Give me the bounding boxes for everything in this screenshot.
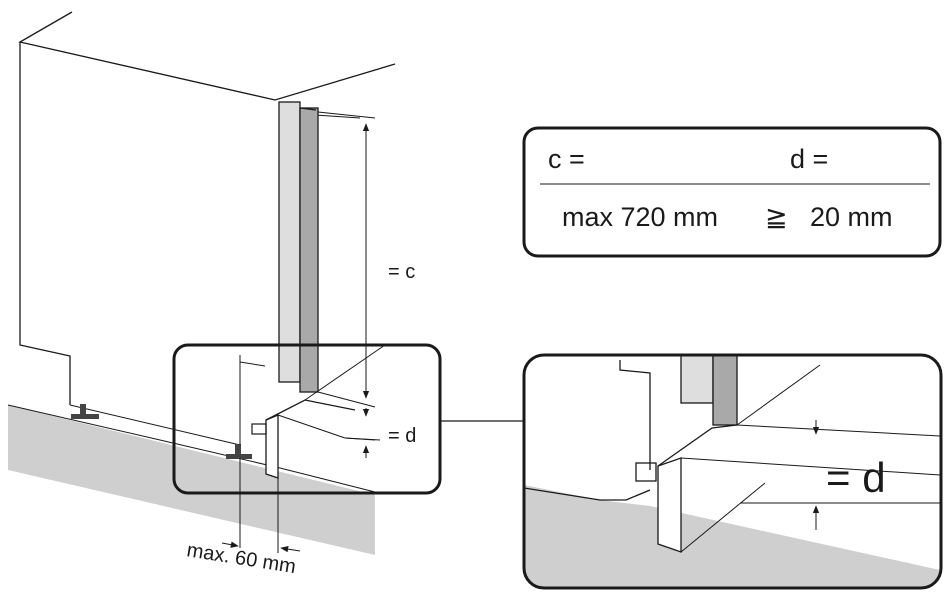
foot-right-icon [226,444,252,459]
plinth [239,344,386,479]
label-d: = d [388,425,416,447]
label-gap: max. 60 mm [185,539,297,578]
table-relation: ≧ [765,202,788,232]
front-panel [278,101,319,393]
table-d-header: d = [790,144,828,174]
dimension-c [317,111,376,408]
label-c: = c [388,261,415,283]
dimension-d [344,408,376,458]
spec-table [522,126,942,258]
table-c-value: max 720 mm [562,202,718,232]
detail-focus-box [172,343,442,495]
floor-top-edge [7,404,376,493]
zoom-detail [524,355,941,588]
table-d-value: 20 mm [810,202,893,232]
dimension-gap [221,458,301,553]
cabinet [18,11,396,446]
floor [8,405,375,555]
table-c-header: c = [548,144,585,174]
label-d-zoom: = d [826,454,886,501]
foot-left-icon [71,404,99,419]
zoom-box [522,353,943,590]
